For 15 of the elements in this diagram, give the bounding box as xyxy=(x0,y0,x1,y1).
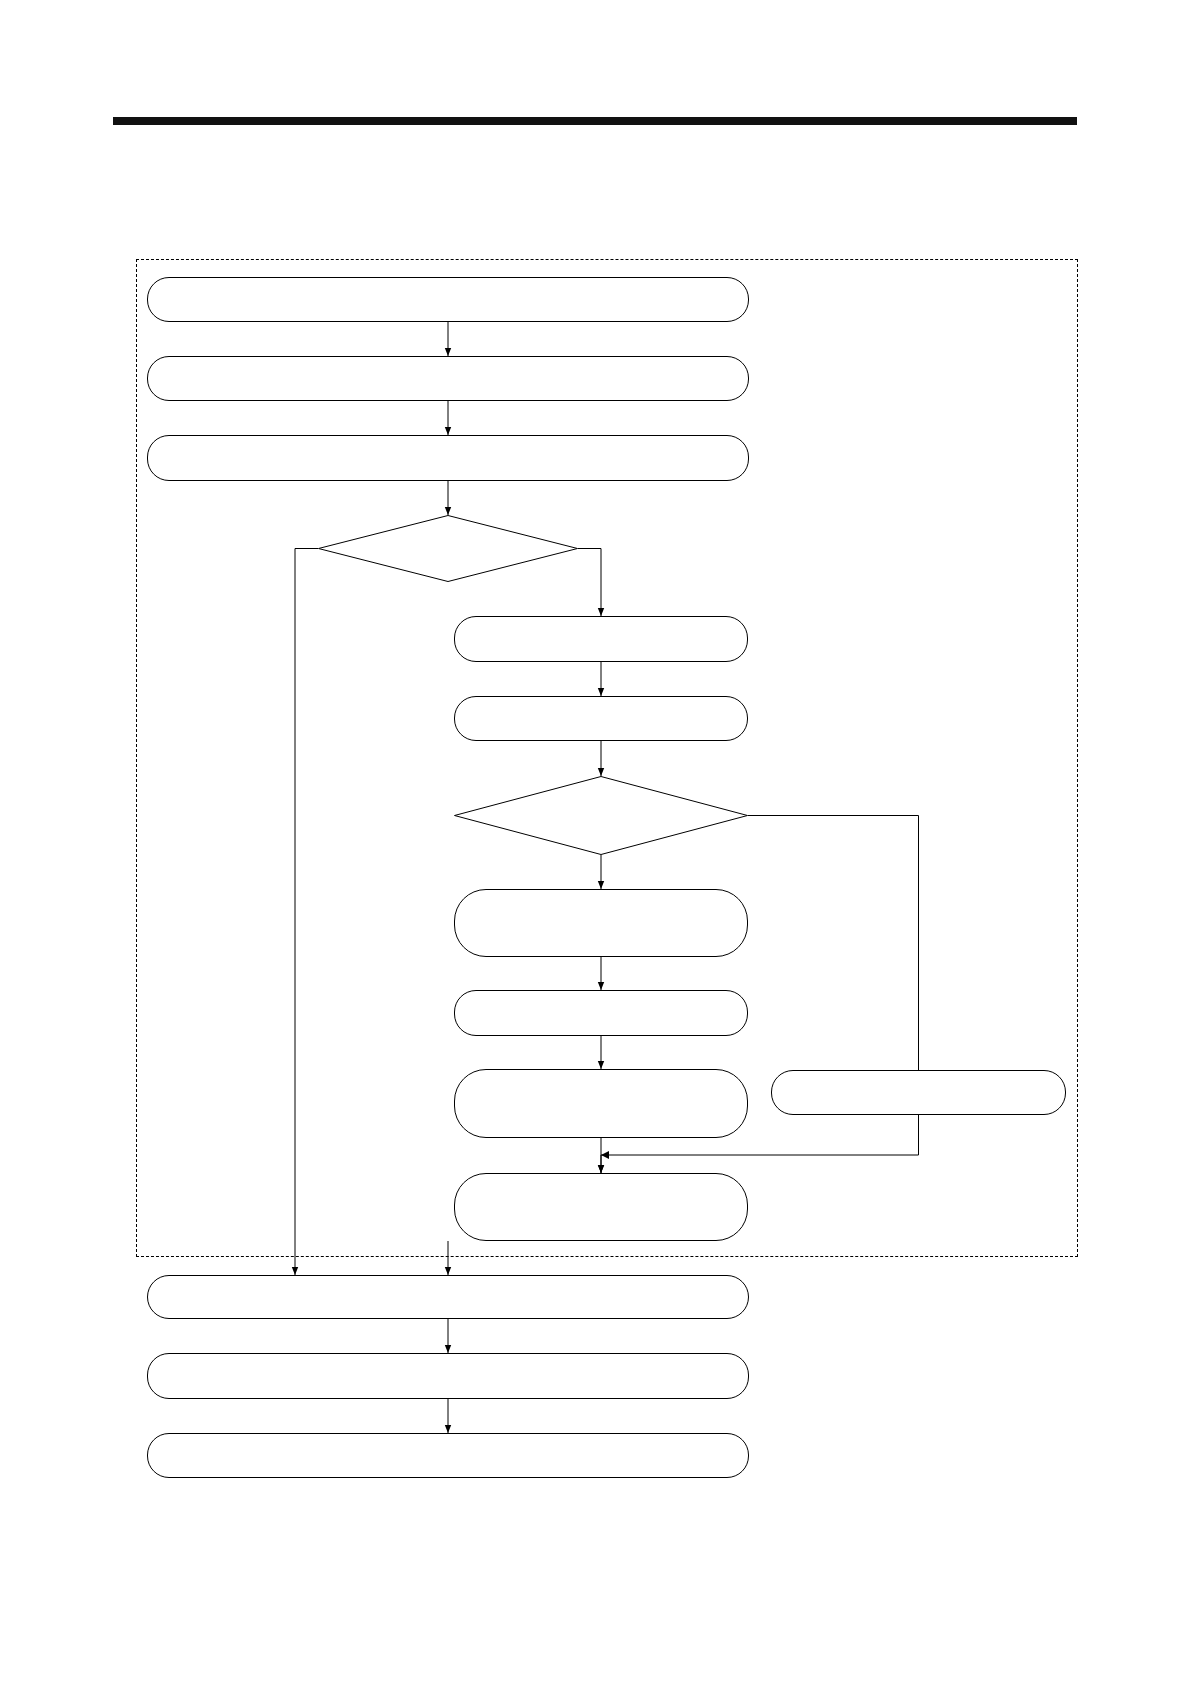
rounded-process-box xyxy=(147,356,749,401)
rounded-process-box xyxy=(147,1433,749,1478)
decision-diamond xyxy=(318,515,578,582)
rounded-process-box xyxy=(454,1173,748,1241)
rounded-process-box xyxy=(454,616,748,662)
rounded-process-box xyxy=(454,1069,748,1138)
rounded-process-box xyxy=(147,435,749,481)
rounded-process-box xyxy=(454,990,748,1036)
rounded-process-box xyxy=(147,1275,749,1319)
rounded-process-box xyxy=(147,277,749,322)
rounded-process-box xyxy=(771,1070,1066,1115)
rounded-process-box xyxy=(454,696,748,741)
rounded-process-box xyxy=(147,1353,749,1399)
decision-diamond xyxy=(454,776,748,855)
rounded-process-box xyxy=(454,889,748,957)
